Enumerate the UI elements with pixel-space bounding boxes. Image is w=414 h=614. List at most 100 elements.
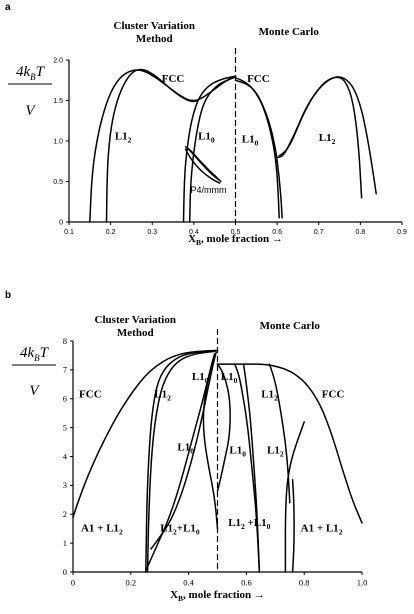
phase-boundary-curve-6 xyxy=(202,353,219,530)
y-axis-label-denominator: V xyxy=(29,383,40,399)
x-tick-label: 1.0 xyxy=(357,578,368,588)
y-tick-label: 3 xyxy=(63,480,67,490)
region-label-sub2: +L1 xyxy=(245,517,267,529)
region-label-main: L1 xyxy=(261,388,274,400)
y-tick-label: 5 xyxy=(63,422,67,432)
y-tick-label: 0 xyxy=(63,567,67,577)
region-label-sub: 2 xyxy=(128,135,132,144)
region-label-8: L10 xyxy=(229,445,246,459)
x-tick-label: 0.2 xyxy=(106,229,116,236)
phase-boundary-curve-2 xyxy=(145,350,219,573)
panel-label: a xyxy=(5,2,11,13)
region-label-sub: 2 xyxy=(339,528,343,537)
region-label-12: A1 + L12 xyxy=(301,523,343,537)
phase-boundary-curve-8 xyxy=(234,77,280,219)
title-left-line-2: Method xyxy=(117,327,154,339)
region-label-main: L1 xyxy=(177,442,190,454)
x-tick-label: 0.4 xyxy=(189,229,199,236)
y-tick-label: 1.5 xyxy=(53,98,63,105)
region-label-main: FCC xyxy=(162,73,185,85)
y-tick-label: 2 xyxy=(63,509,67,519)
region-label-4: L10 xyxy=(177,442,194,456)
region-label-sub: 2 xyxy=(119,528,123,537)
x-axis-label-rest: , mole fraction → xyxy=(183,589,265,601)
region-label-sub2-sub: 0 xyxy=(196,528,200,537)
region-label-main: L1 xyxy=(242,134,255,146)
region-label-6: L12+L10 xyxy=(160,523,200,537)
y-tick-label: 1 xyxy=(63,538,67,548)
region-label-main: L1 xyxy=(221,371,234,383)
region-label-main: A1 + L1 xyxy=(81,523,119,535)
region-label-sub: 2 xyxy=(241,522,245,531)
region-label-main: L1 xyxy=(192,371,205,383)
region-label-5: A1 + L12 xyxy=(81,523,123,537)
y-tick-label: 0.5 xyxy=(53,179,63,186)
region-label-main: L1 xyxy=(160,523,173,535)
region-label-sub2-sub: 0 xyxy=(267,522,271,531)
phase-boundary-curve-9 xyxy=(234,363,261,573)
region-label-sub: 0 xyxy=(255,139,259,148)
phase-boundary-curve-12 xyxy=(291,478,295,573)
x-axis-label-sub-b: B xyxy=(196,238,201,247)
x-tick-label: 0.9 xyxy=(397,229,407,236)
phase-boundary-curve-8 xyxy=(216,363,231,492)
title-right: Monte Carlo xyxy=(260,320,321,332)
region-label-main: FCC xyxy=(322,388,345,400)
phase-boundary-curve-10 xyxy=(242,363,261,573)
region-label-sub: 2 xyxy=(332,137,336,146)
phase-boundary-curve-6 xyxy=(184,148,221,184)
y-tick-label: 8 xyxy=(63,336,67,346)
region-label-main: L1 xyxy=(154,388,167,400)
phase-boundary-curve-1 xyxy=(72,349,219,518)
x-tick-label: 0 xyxy=(71,578,75,588)
phase-boundary-curve-13 xyxy=(284,421,305,573)
x-tick-label: 0.5 xyxy=(231,229,241,236)
x-tick-label: 0.7 xyxy=(314,229,324,236)
title-left-line-1: Cluster Variation xyxy=(114,20,195,32)
region-label-sub: 2 xyxy=(173,528,177,537)
region-label-sub: 0 xyxy=(211,135,215,144)
region-label-main: L1 xyxy=(319,132,332,144)
x-axis-label-x: X xyxy=(188,233,196,245)
y-axis-label-t: T xyxy=(40,345,50,361)
region-label-main: P4/mmm xyxy=(190,185,226,195)
y-axis-label-t: T xyxy=(36,64,46,80)
y-tick-label: 2.0 xyxy=(53,57,63,64)
region-label-sub: 0 xyxy=(205,376,209,385)
y-axis-label-4k: 4k xyxy=(20,345,35,361)
phase-boundary-curve-3 xyxy=(182,75,237,223)
x-tick-label: 0.3 xyxy=(147,229,157,236)
phase-boundary-curve-4 xyxy=(150,351,217,550)
region-label-5: FCC xyxy=(247,73,270,85)
region-label-2: L12 xyxy=(115,130,132,144)
title-right: Monte Carlo xyxy=(259,26,320,38)
region-label-4: P4/mmm xyxy=(190,185,226,195)
region-label-6: L10 xyxy=(242,134,259,148)
region-label-main: A1 + L1 xyxy=(301,523,339,535)
x-tick-label: 0.1 xyxy=(64,229,74,236)
region-label-3: L10 xyxy=(192,371,209,385)
y-axis-label-denominator: V xyxy=(25,103,36,119)
phase-boundary-curve-7 xyxy=(186,147,220,181)
x-axis-label: XB, mole fraction → xyxy=(170,589,265,603)
y-tick-label: 4 xyxy=(63,451,68,461)
region-label-main: FCC xyxy=(247,73,270,85)
region-label-11: L12 +L10 xyxy=(228,517,270,531)
region-label-1: FCC xyxy=(162,73,185,85)
y-axis-label-sub-b: B xyxy=(30,72,36,82)
region-label-9: L12 xyxy=(261,388,278,402)
x-tick-label: 0.8 xyxy=(299,578,310,588)
y-tick-label: 0 xyxy=(59,219,63,226)
region-label-main: L1 xyxy=(115,130,128,142)
phase-boundary-curve-5 xyxy=(144,353,216,573)
phase-boundary-curve-4 xyxy=(188,76,237,223)
x-tick-label: 0.6 xyxy=(272,229,282,236)
region-label-10: L12 xyxy=(267,445,284,459)
phase-boundary-curve-1 xyxy=(89,69,237,223)
region-label-main: L1 xyxy=(228,517,241,529)
y-axis-label-4k: 4k xyxy=(16,64,31,80)
